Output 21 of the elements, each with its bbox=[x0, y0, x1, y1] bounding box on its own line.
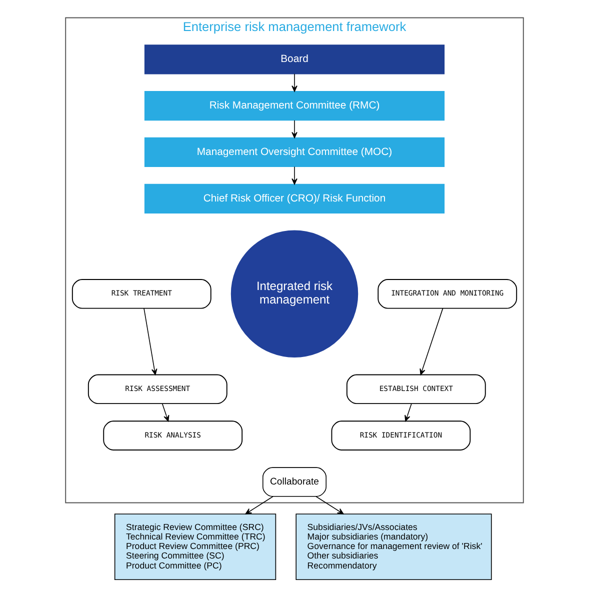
node-box: Management Oversight Committee (MOC) bbox=[144, 137, 445, 168]
arrow bbox=[420, 308, 444, 376]
node-box: RISK IDENTIFICATION bbox=[331, 420, 471, 450]
node-box: RISK ASSESSMENT bbox=[88, 374, 228, 404]
node-box: Subsidiaries/JVs/Associates Major subsidiaries (mandatory) Governance for management review of 'Risk' Other subsidiaries Recommendatory bbox=[296, 514, 492, 580]
arrow bbox=[292, 74, 298, 92]
node-box: RISK ANALYSIS bbox=[103, 420, 243, 450]
node-box: Collaborate bbox=[262, 467, 327, 497]
arrow bbox=[404, 403, 412, 422]
arrow bbox=[292, 166, 298, 185]
node-box: Chief Risk Officer (CRO)/ Risk Function bbox=[144, 184, 445, 214]
node-box: ESTABLISH CONTEXT bbox=[346, 374, 486, 404]
node-circle: Integrated risk management bbox=[230, 230, 358, 358]
arrow bbox=[162, 403, 170, 422]
arrow bbox=[292, 120, 298, 138]
node-box: Strategic Review Committee (SRC) Technical Review Committee (TRC) Product Review Committee (PRC) Steering Committee (SC) Product Committee (PC) bbox=[114, 514, 276, 580]
node-box: Board bbox=[144, 44, 445, 74]
node-box: Risk Management Committee (RMC) bbox=[144, 91, 445, 121]
arrow bbox=[144, 308, 158, 376]
node-box: RISK TREATMENT bbox=[72, 279, 212, 309]
node-box: INTEGRATION AND MONITORING bbox=[378, 279, 518, 309]
